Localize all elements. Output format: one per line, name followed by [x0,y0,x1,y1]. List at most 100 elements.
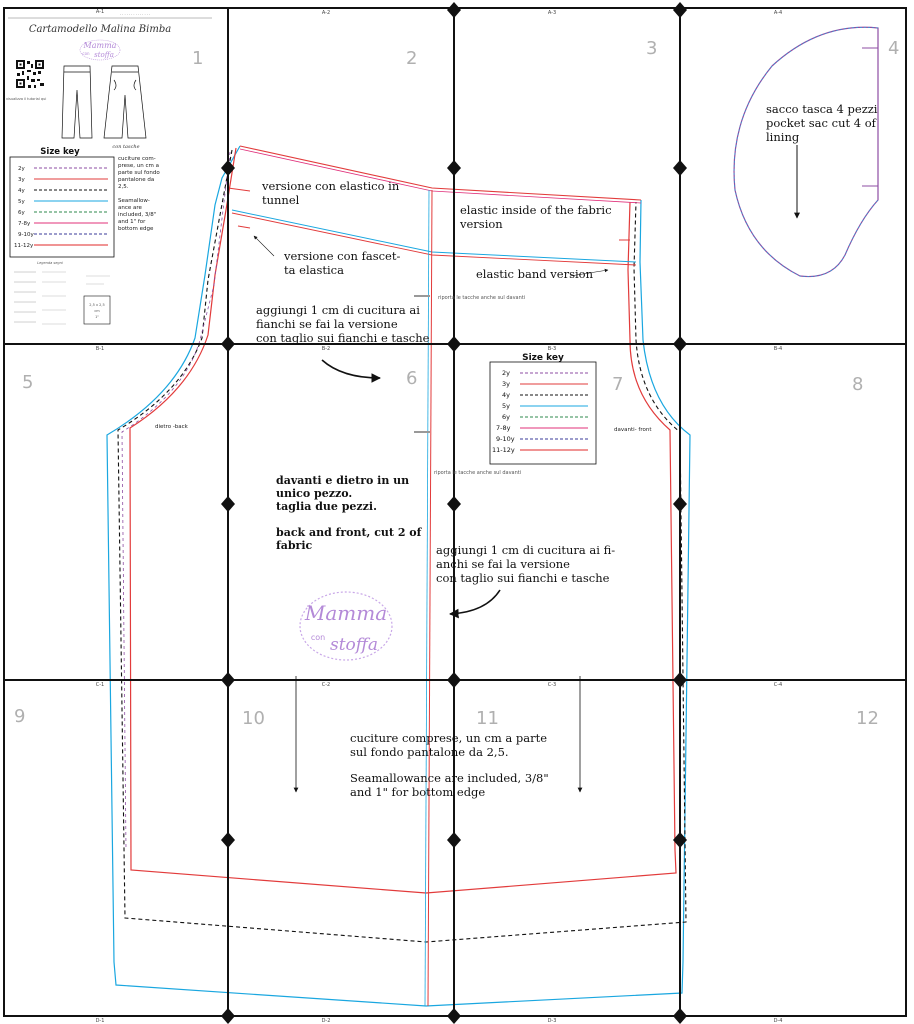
grid-ref: B-3 [548,346,556,352]
grid-ref: C-2 [322,682,330,688]
svg-text:and 1" for: and 1" for [118,219,146,225]
svg-text:2,5 x 2,5: 2,5 x 2,5 [89,303,104,307]
svg-text:2y: 2y [18,166,25,172]
svg-text:and 1" for bottom edge: and 1" for bottom edge [350,785,485,799]
grid-ref: D-1 [96,1018,105,1024]
svg-text:3y: 3y [18,177,25,183]
svg-text:4y: 4y [502,391,510,399]
grid-ref: A-2 [322,10,330,16]
page-number: 8 [852,374,863,395]
notch-note: riporta le tacche anche sul davanti [434,470,521,476]
page-number: 5 [22,372,33,393]
svg-text:pocket sac cut 4 of: pocket sac cut 4 of [766,116,877,130]
garment-drawings [61,65,147,139]
svg-text:Mamma: Mamma [83,41,117,50]
page-number: 4 [888,38,899,59]
notch-note: riporta le tacche anche sul davanti [438,295,525,301]
svg-text:ance are: ance are [118,205,143,211]
svg-text:6y: 6y [18,210,25,216]
page-number: 2 [406,48,417,69]
svg-text:5y: 5y [502,402,510,410]
svg-text:pantalone da: pantalone da [118,177,154,183]
front-label: davanti- front [614,427,652,433]
svg-text:con: con [311,633,325,642]
grid-ref: C-1 [96,682,104,688]
svg-text:Seamallow-: Seamallow- [118,198,150,204]
grid-ref: A-4 [774,10,782,16]
page-number: 1 [192,48,203,69]
size-key-panel: Size key 2y 3y 4y 5y 6y 7-8y 9-10y 11-12… [489,353,597,465]
cover-title: Cartamodello Malina Bimba [29,24,171,35]
grid-ref: B-2 [322,346,330,352]
seam-note-bottom: cuciture comprese, un cm a parte [350,731,547,745]
one-piece-note: davanti e dietro in un [276,474,409,487]
svg-text:prese, un cm a: prese, un cm a [118,163,159,169]
grid-ref: D-3 [548,1018,557,1024]
pocket-sac-piece [733,26,879,278]
page-number: 12 [856,708,879,729]
grid-ref: D-4 [774,1018,783,1024]
svg-text:bottom edge: bottom edge [118,226,154,232]
pants-pattern-piece [106,145,691,1007]
svg-text:2,5.: 2,5. [118,184,129,190]
svg-text:parte sul fondo: parte sul fondo [118,170,160,176]
grid-references: A-1 A-2 A-3 A-4 B-1 B-2 B-3 B-4 C-1 C-2 … [96,9,783,1024]
watermark-logo: Mamma con stoffa [299,591,393,661]
grid-ref: B-4 [774,346,782,352]
tunnel-note-it: versione con elastico in [261,179,400,193]
svg-text:stoffa: stoffa [330,635,378,655]
size-key-panel-title: Size key [522,353,564,363]
size-key-box [9,156,115,258]
svg-text:11-12y: 11-12y [14,243,34,249]
page-numbers: 1 2 3 4 5 6 7 8 9 10 11 12 [14,38,899,729]
tunnel-note-en: elastic inside of the fabric [460,203,612,217]
page-number: 7 [612,374,623,395]
svg-text:4y: 4y [18,188,25,194]
symbols-legend: Legenda segni 2,5 x 2,5 cm 1" [14,261,111,325]
svg-text:3y: 3y [502,380,510,388]
outline-2y [121,151,231,851]
page-number: 6 [406,368,417,389]
cover-panel: · · · · · · · · · · · · · · Cartamodello… [6,13,212,325]
hip-note-2: aggiungi 1 cm di cucitura ai fi- [436,543,615,557]
page-number: 10 [242,708,265,729]
svg-text:con: con [82,51,90,56]
back-label: dietro -back [155,424,189,430]
grid-ref: A-1 [96,9,104,15]
band-note-en: elastic band version [476,267,594,281]
svg-text:6y: 6y [502,413,510,421]
qr-code [16,60,44,88]
svg-text:lining: lining [766,130,800,144]
svg-text:Seamallowance are included, 3/: Seamallowance are included, 3/8" [350,771,549,785]
test-square [83,295,111,325]
page-number: 9 [14,706,25,727]
waist-top [239,145,642,201]
svg-text:con taglio sui fianchi e tasch: con taglio sui fianchi e tasche [436,571,610,585]
grid-ref: B-1 [96,346,104,352]
svg-text:back and front, cut 2 of: back and front, cut 2 of [276,526,423,539]
svg-text:1": 1" [95,315,99,319]
alignment-diamonds [221,2,687,1024]
page-number: 11 [476,708,499,729]
pocket-note: sacco tasca 4 pezzi [766,102,878,116]
svg-text:2y: 2y [502,369,510,377]
annotations: versione con elastico in tunnel elastic … [155,102,878,799]
svg-text:7-8y: 7-8y [18,221,31,227]
cover-seam-note: cuciture com- prese, un cm a parte sul f… [118,156,160,232]
drawing-caption: con tasche [112,144,139,150]
grid-ref: A-3 [548,10,556,16]
grid-ref: C-4 [774,682,782,688]
svg-text:5y: 5y [18,199,25,205]
svg-text:tunnel: tunnel [262,193,300,207]
outline-4y [117,149,687,943]
svg-text:ta elastica: ta elastica [284,263,344,277]
ruler-mark: · · · · · · · · · · · · · · [120,13,150,17]
svg-text:9-10y: 9-10y [496,435,515,443]
qr-caption: visualizza il tutorial qui [6,97,46,101]
svg-text:cuciture com-: cuciture com- [118,156,156,162]
band-note-it: versione con fascet- [283,249,400,263]
brand-logo: Mamma con stoffa [79,39,121,61]
page-number: 3 [646,38,657,59]
grid-ref: C-3 [548,682,556,688]
